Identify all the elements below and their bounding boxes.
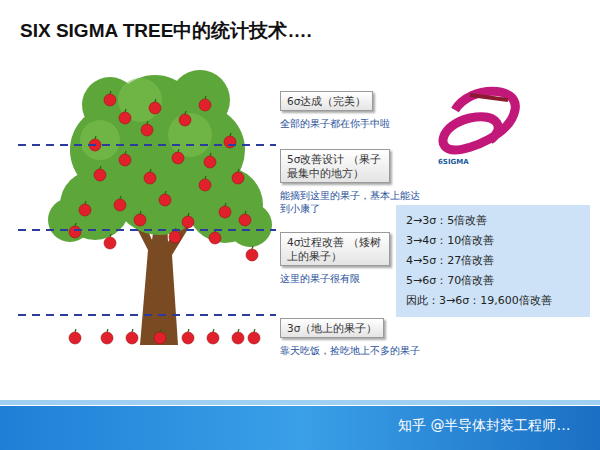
- level-box: 3σ（地上的果子） 靠天吃饭，捡吃地上不多的果子: [280, 317, 420, 357]
- apple: [144, 172, 156, 184]
- apple-stem: [147, 121, 148, 124]
- apple: [79, 204, 91, 216]
- improvement-line: 4→5σ：27倍改善: [406, 251, 580, 271]
- apple-stem: [110, 234, 111, 237]
- apple-stem: [150, 169, 151, 172]
- apple: [204, 156, 216, 168]
- apple: [126, 332, 138, 344]
- apple-stem: [140, 211, 141, 214]
- apple-stem: [100, 166, 101, 169]
- level-title: 6σ达成（完美）: [280, 91, 373, 111]
- canopy-highlight: [80, 78, 212, 160]
- apple: [209, 232, 221, 244]
- apple: [104, 94, 116, 106]
- apple-stem: [95, 136, 96, 139]
- apple-stem: [125, 151, 126, 154]
- apple-stem: [178, 149, 179, 152]
- apple-stem: [125, 109, 126, 112]
- level-box: 6σ达成（完美） 全部的果子都在你手中啦: [280, 90, 420, 130]
- level-title: 4σ过程改善 （矮树上的果子）: [280, 232, 390, 266]
- level-title: 5σ改善设计 （果子最集中的地方）: [280, 149, 390, 183]
- apple: [239, 214, 251, 226]
- apple: [199, 179, 211, 191]
- watermark: 知乎 @半导体封装工程师…: [398, 417, 570, 435]
- improvement-line: 5→6σ：70倍改善: [406, 271, 580, 291]
- apple: [182, 216, 194, 228]
- apple: [232, 332, 244, 344]
- apple-stem: [165, 191, 166, 194]
- logo-text: 6SIGMA: [438, 158, 469, 166]
- footer-stripe: [0, 400, 600, 405]
- apple-stem: [210, 153, 211, 156]
- improvement-line: 3→4σ：10倍改善: [406, 231, 580, 251]
- apple: [114, 199, 126, 211]
- apple: [69, 226, 81, 238]
- apple-stem: [213, 329, 214, 332]
- apple: [119, 112, 131, 124]
- apple: [219, 206, 231, 218]
- apple-stem: [205, 96, 206, 99]
- footer-band: [0, 406, 600, 450]
- apple-stem: [75, 329, 76, 332]
- apple-stem: [238, 329, 239, 332]
- sigma-logo: [443, 91, 515, 150]
- apple-stem: [132, 329, 133, 332]
- apple-stem: [107, 329, 108, 332]
- level-lines: [18, 145, 276, 315]
- apple-stem: [238, 169, 239, 172]
- apple-stem: [188, 329, 189, 332]
- apple-stem: [254, 329, 255, 332]
- apple: [179, 114, 191, 126]
- apple-stem: [110, 91, 111, 94]
- apple: [232, 172, 244, 184]
- apple-stem: [245, 211, 246, 214]
- improvement-line: 因此：3→6σ：19,600倍改善: [406, 291, 580, 311]
- apple: [169, 231, 181, 243]
- apple: [199, 99, 211, 111]
- apple-stem: [188, 213, 189, 216]
- apple-stem: [85, 201, 86, 204]
- apple: [207, 332, 219, 344]
- apple: [154, 332, 166, 344]
- apple-stem: [160, 329, 161, 332]
- title: SIX SIGMA TREE中的统计技术….: [20, 18, 312, 44]
- improvement-panel: 2→3σ：5倍改善3→4σ：10倍改善4→5σ：27倍改善5→6σ：70倍改善因…: [396, 205, 590, 317]
- apples: [69, 91, 260, 344]
- apple-stem: [225, 203, 226, 206]
- apple-stem: [252, 246, 253, 249]
- improvement-line: 2→3σ：5倍改善: [406, 211, 580, 231]
- apple: [119, 154, 131, 166]
- apple-stem: [205, 176, 206, 179]
- level-title: 3σ（地上的果子）: [280, 318, 384, 338]
- apple: [246, 249, 258, 261]
- apple: [224, 136, 236, 148]
- apple: [134, 214, 146, 226]
- apple: [69, 332, 81, 344]
- apple-stem: [230, 133, 231, 136]
- apple-stem: [155, 99, 156, 102]
- apple: [149, 102, 161, 114]
- apple: [141, 124, 153, 136]
- apple-stem: [75, 223, 76, 226]
- apple: [248, 332, 260, 344]
- level-note: 靠天吃饭，捡吃地上不多的果子: [280, 344, 420, 357]
- tree-canopy: [48, 70, 272, 247]
- apple: [182, 332, 194, 344]
- apple: [101, 332, 113, 344]
- apple: [172, 152, 184, 164]
- apple-stem: [185, 111, 186, 114]
- apple: [159, 194, 171, 206]
- apple: [94, 169, 106, 181]
- apple-stem: [120, 196, 121, 199]
- apple: [104, 237, 116, 249]
- level-note: 全部的果子都在你手中啦: [280, 117, 420, 130]
